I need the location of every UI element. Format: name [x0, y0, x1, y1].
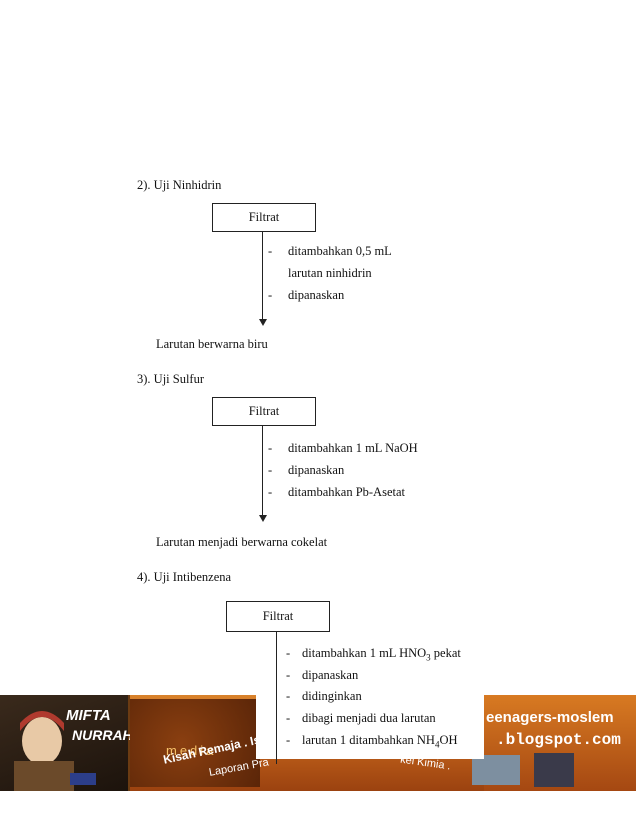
section-heading-sulfur: 3). Uji Sulfur — [137, 372, 205, 386]
brand-line1: MIFTA — [66, 707, 111, 724]
step-dash: - — [286, 689, 291, 703]
content-overlay — [256, 695, 484, 759]
step-dash: - — [268, 244, 273, 258]
filtrat-label: Filtrat — [248, 210, 280, 224]
banner-portrait: MIFTA NURRAHMAT — [0, 695, 162, 791]
step-text: larutan 1 ditambahkan NH4OH — [302, 733, 458, 750]
step-dash: - — [268, 463, 273, 477]
step-text: ditambahkan 1 mL NaOH — [288, 441, 418, 455]
step-dash: - — [268, 288, 273, 302]
blog-url-line2: .blogspot.com — [496, 731, 621, 749]
step-text-post: OH — [439, 733, 458, 747]
step-text: didinginkan — [302, 689, 362, 703]
step-dash: - — [286, 646, 291, 660]
step-text: dipanaskan — [288, 463, 345, 477]
section-heading-intibenzena: 4). Uji Intibenzena — [137, 570, 232, 584]
step-text: ditambahkan Pb-Asetat — [288, 485, 405, 499]
brand-line3: media — [166, 743, 217, 758]
step-text: ditambahkan 1 mL HNO3 pekat — [302, 646, 461, 663]
step-dash: - — [286, 668, 291, 682]
step-text: dipanaskan — [302, 668, 359, 682]
flow-arrow-line — [262, 426, 263, 516]
blog-url-panel[interactable]: eenagers-moslem .blogspot.com — [472, 695, 636, 791]
arrowhead-icon — [259, 319, 267, 326]
flow-arrow-line — [262, 232, 263, 320]
step-text: larutan ninhidrin — [288, 266, 372, 280]
filtrat-box-sulfur: Filtrat — [212, 397, 316, 426]
section-heading-ninhidrin: 2). Uji Ninhidrin — [137, 178, 222, 192]
step-text-pre: larutan 1 ditambahkan NH — [302, 733, 435, 747]
person-icon — [14, 711, 96, 791]
flow-arrow-line — [276, 632, 277, 764]
filtrat-label: Filtrat — [248, 404, 280, 418]
mosque-image — [472, 755, 520, 785]
filtrat-label: Filtrat — [262, 609, 294, 623]
step-text: dibagi menjadi dua larutan — [302, 711, 436, 725]
step-text: ditambahkan 0,5 mL — [288, 244, 392, 258]
blog-url-line1: eenagers-moslem — [486, 709, 614, 726]
arrowhead-icon — [259, 515, 267, 522]
step-dash: - — [286, 711, 291, 725]
step-dash: - — [286, 733, 291, 747]
subscript: 3 — [426, 652, 431, 663]
result-text-sulfur: Larutan menjadi berwarna cokelat — [156, 535, 328, 549]
dome-image — [534, 753, 574, 787]
result-text-ninhidrin: Larutan berwarna biru — [156, 337, 268, 351]
step-text-pre: ditambahkan 1 mL HNO — [302, 646, 427, 660]
step-dash: - — [268, 485, 273, 499]
brand-logo: media — [130, 699, 260, 787]
step-text-post: pekat — [430, 646, 461, 660]
filtrat-box-ninhidrin: Filtrat — [212, 203, 316, 232]
step-dash: - — [268, 441, 273, 455]
step-text: dipanaskan — [288, 288, 345, 302]
filtrat-box-intibenzena: Filtrat — [226, 601, 330, 632]
subscript: 4 — [434, 739, 440, 750]
